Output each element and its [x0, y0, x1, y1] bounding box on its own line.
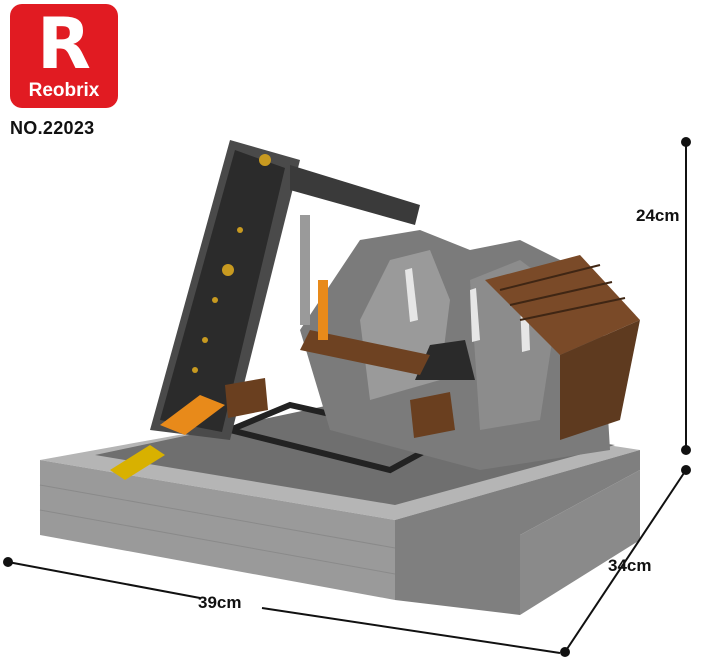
model-number: NO.22023 [10, 118, 95, 138]
depth-label: 34cm [608, 556, 652, 575]
brand-name: Reobrix [28, 80, 100, 101]
height-line-bottom-dot [681, 445, 691, 455]
width-dimension-line-right [261, 607, 561, 654]
depth-line-bottom-dot [560, 647, 570, 657]
height-line-top-dot [681, 137, 691, 147]
width-line-left-dot [3, 557, 13, 567]
depth-dimension-line [564, 469, 687, 653]
brand-logo: R Reobrix [10, 4, 118, 108]
depth-line-top-dot [681, 465, 691, 475]
logo-letter: R [37, 3, 91, 85]
height-label: 24cm [636, 206, 680, 225]
width-dimension-line-left [7, 561, 201, 599]
width-label: 39cm [198, 593, 242, 612]
